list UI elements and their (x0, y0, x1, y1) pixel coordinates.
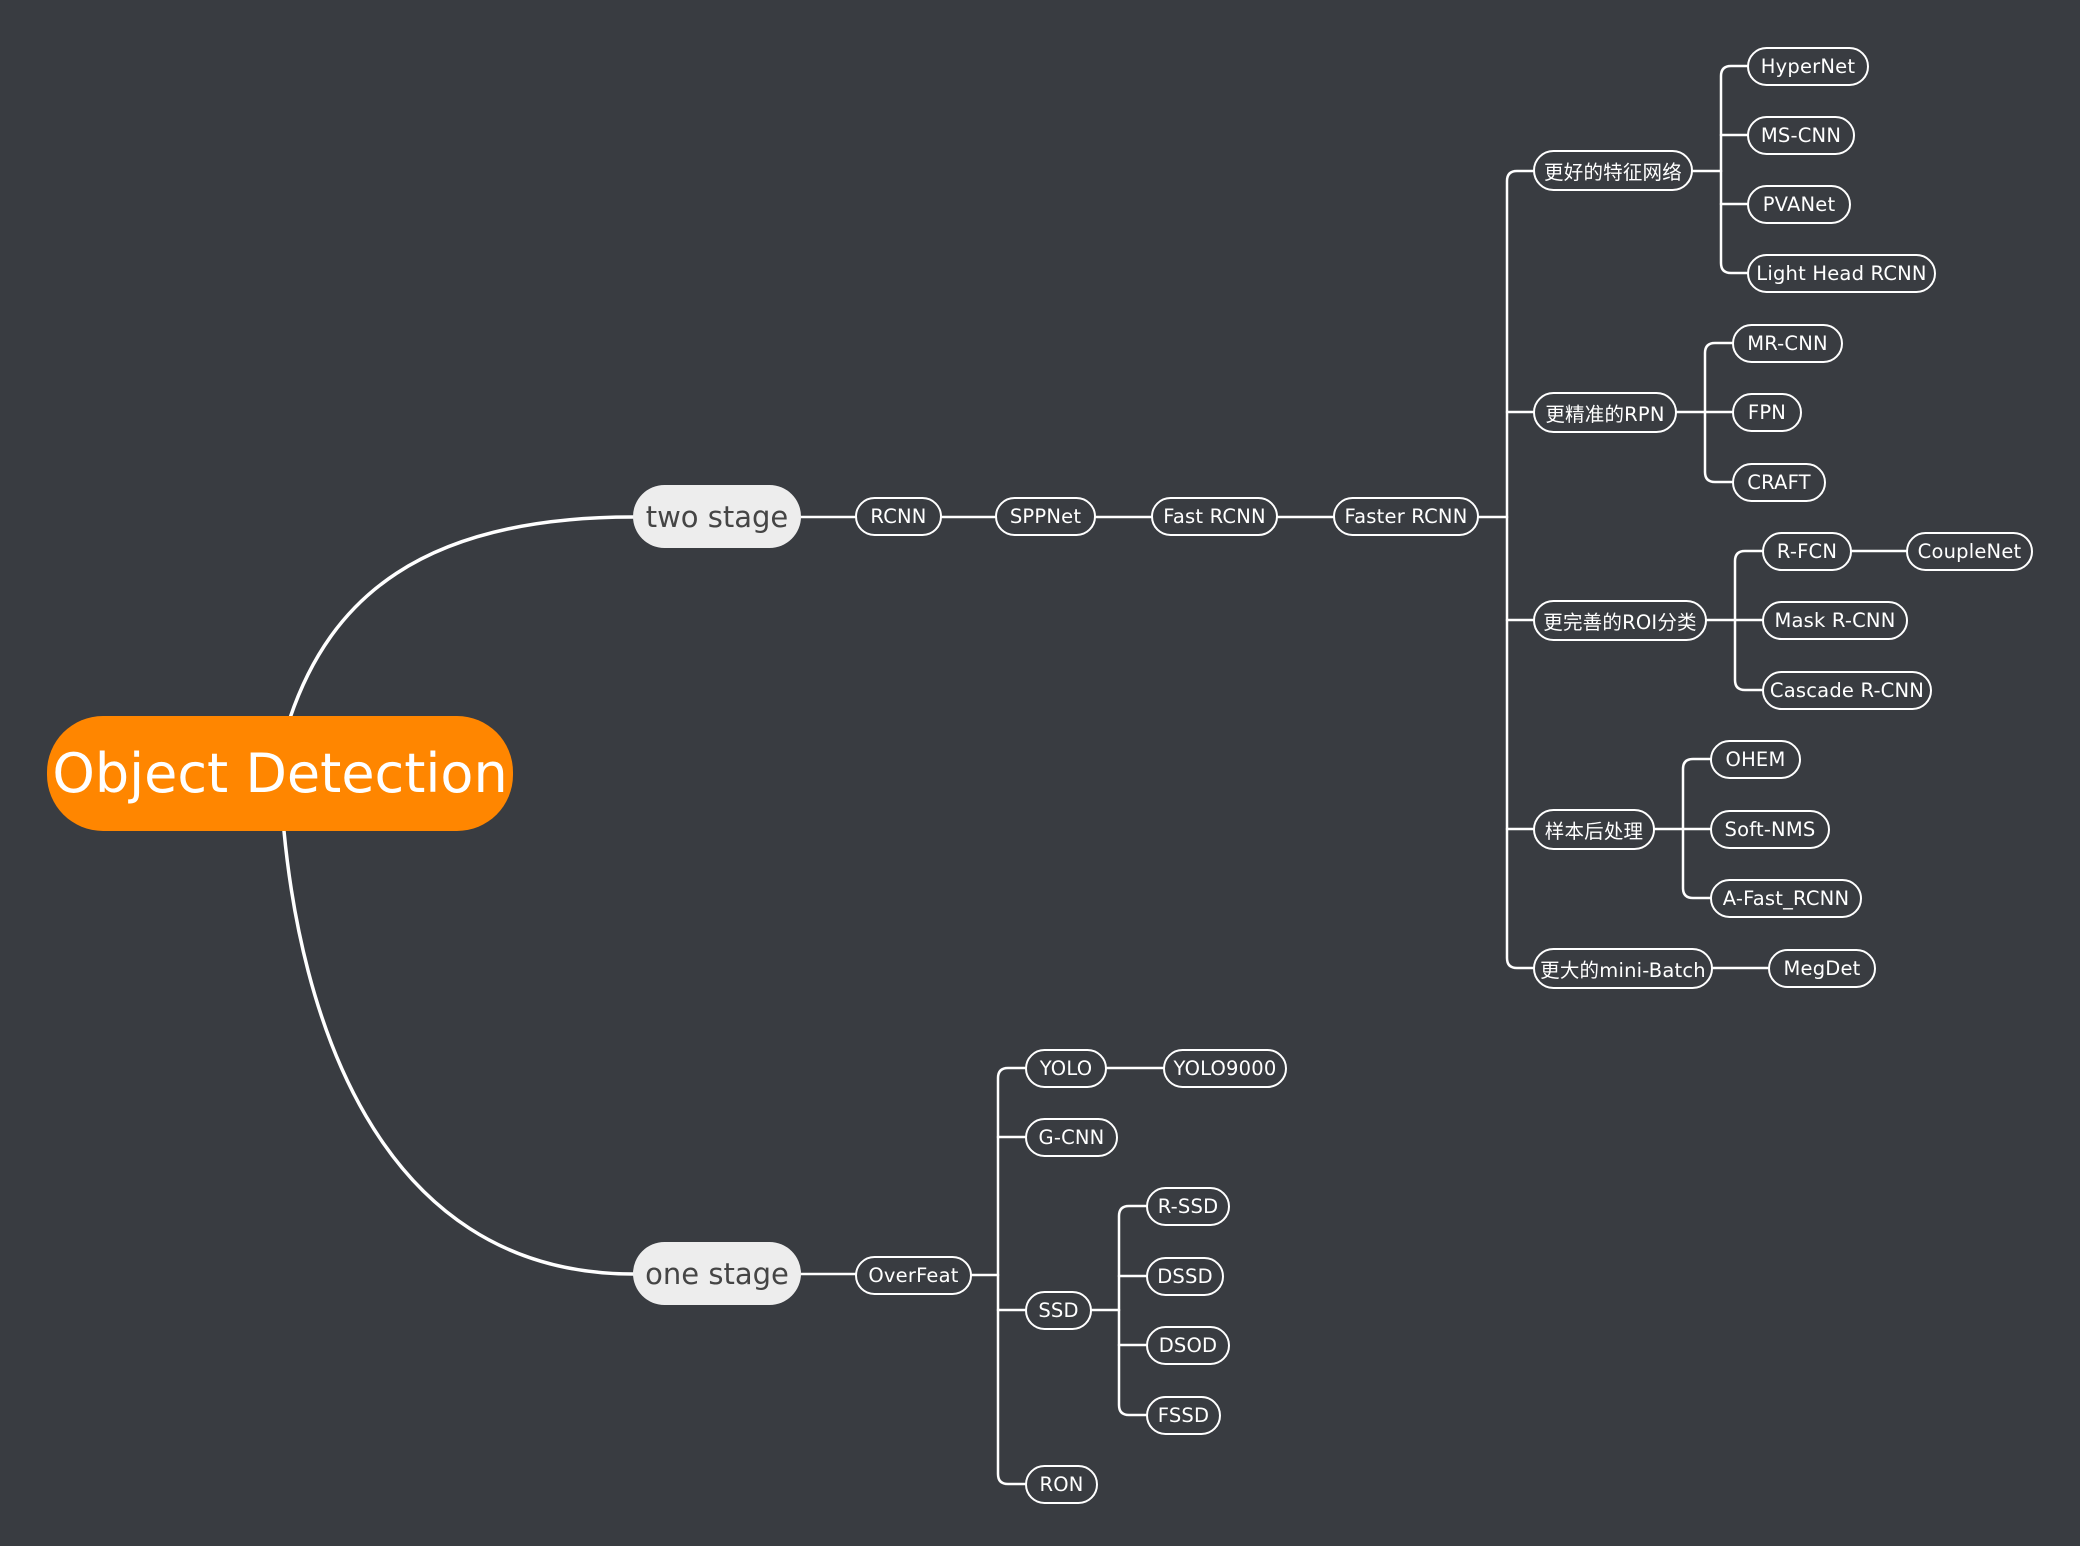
branch-one-stage[interactable]: one stage (633, 1242, 801, 1305)
topic-megdet[interactable]: MegDet (1768, 949, 1876, 988)
topic-pvanet[interactable]: PVANet (1747, 185, 1851, 224)
topic-more-accurate-rpn[interactable]: 更精准的RPN (1533, 392, 1677, 433)
topic-sample-post-processing[interactable]: 样本后处理 (1533, 809, 1655, 850)
topic-craft[interactable]: CRAFT (1732, 463, 1826, 502)
topic-ron[interactable]: RON (1025, 1465, 1098, 1504)
curve-two-stage (288, 515, 635, 720)
faster-rcnn-trunk (1505, 169, 1535, 970)
curve-one-stage (282, 829, 635, 1276)
topic-dssd[interactable]: DSSD (1146, 1257, 1224, 1296)
topic-fssd[interactable]: FSSD (1146, 1396, 1221, 1435)
topic-a-fast-rcnn[interactable]: A-Fast_RCNN (1710, 879, 1862, 918)
topic-light-head-rcnn[interactable]: Light Head RCNN (1747, 254, 1936, 293)
topic-better-feature-network[interactable]: 更好的特征网络 (1533, 150, 1693, 191)
topic-r-ssd[interactable]: R-SSD (1146, 1187, 1230, 1226)
topic-yolo[interactable]: YOLO (1025, 1049, 1107, 1088)
topic-ohem[interactable]: OHEM (1710, 740, 1801, 779)
topic-hypernet[interactable]: HyperNet (1747, 47, 1869, 86)
topic-r-fcn[interactable]: R-FCN (1762, 532, 1852, 571)
feature-network-trunk (1719, 64, 1749, 275)
topic-rcnn[interactable]: RCNN (855, 497, 942, 536)
topic-overfeat[interactable]: OverFeat (855, 1256, 972, 1295)
topic-yolo9000[interactable]: YOLO9000 (1163, 1049, 1287, 1088)
topic-soft-nms[interactable]: Soft-NMS (1710, 810, 1830, 849)
ssd-trunk (1117, 1204, 1148, 1417)
topic-fast-rcnn[interactable]: Fast RCNN (1151, 497, 1278, 536)
topic-faster-rcnn[interactable]: Faster RCNN (1333, 497, 1479, 536)
topic-dsod[interactable]: DSOD (1146, 1326, 1230, 1365)
root-topic[interactable]: Object Detection (47, 716, 513, 831)
topic-mask-r-cnn[interactable]: Mask R-CNN (1762, 601, 1908, 640)
topic-better-roi-classification[interactable]: 更完善的ROI分类 (1533, 600, 1707, 641)
overfeat-trunk (996, 1066, 1027, 1486)
topic-sppnet[interactable]: SPPNet (995, 497, 1096, 536)
topic-couplenet[interactable]: CoupleNet (1906, 532, 2033, 571)
topic-ms-cnn[interactable]: MS-CNN (1747, 116, 1855, 155)
branch-two-stage[interactable]: two stage (633, 485, 801, 548)
topic-g-cnn[interactable]: G-CNN (1025, 1118, 1118, 1157)
topic-mr-cnn[interactable]: MR-CNN (1732, 324, 1843, 363)
topic-larger-mini-batch[interactable]: 更大的mini-Batch (1533, 948, 1713, 989)
topic-fpn[interactable]: FPN (1732, 393, 1802, 432)
topic-cascade-r-cnn[interactable]: Cascade R-CNN (1762, 671, 1932, 710)
topic-ssd[interactable]: SSD (1025, 1291, 1092, 1330)
